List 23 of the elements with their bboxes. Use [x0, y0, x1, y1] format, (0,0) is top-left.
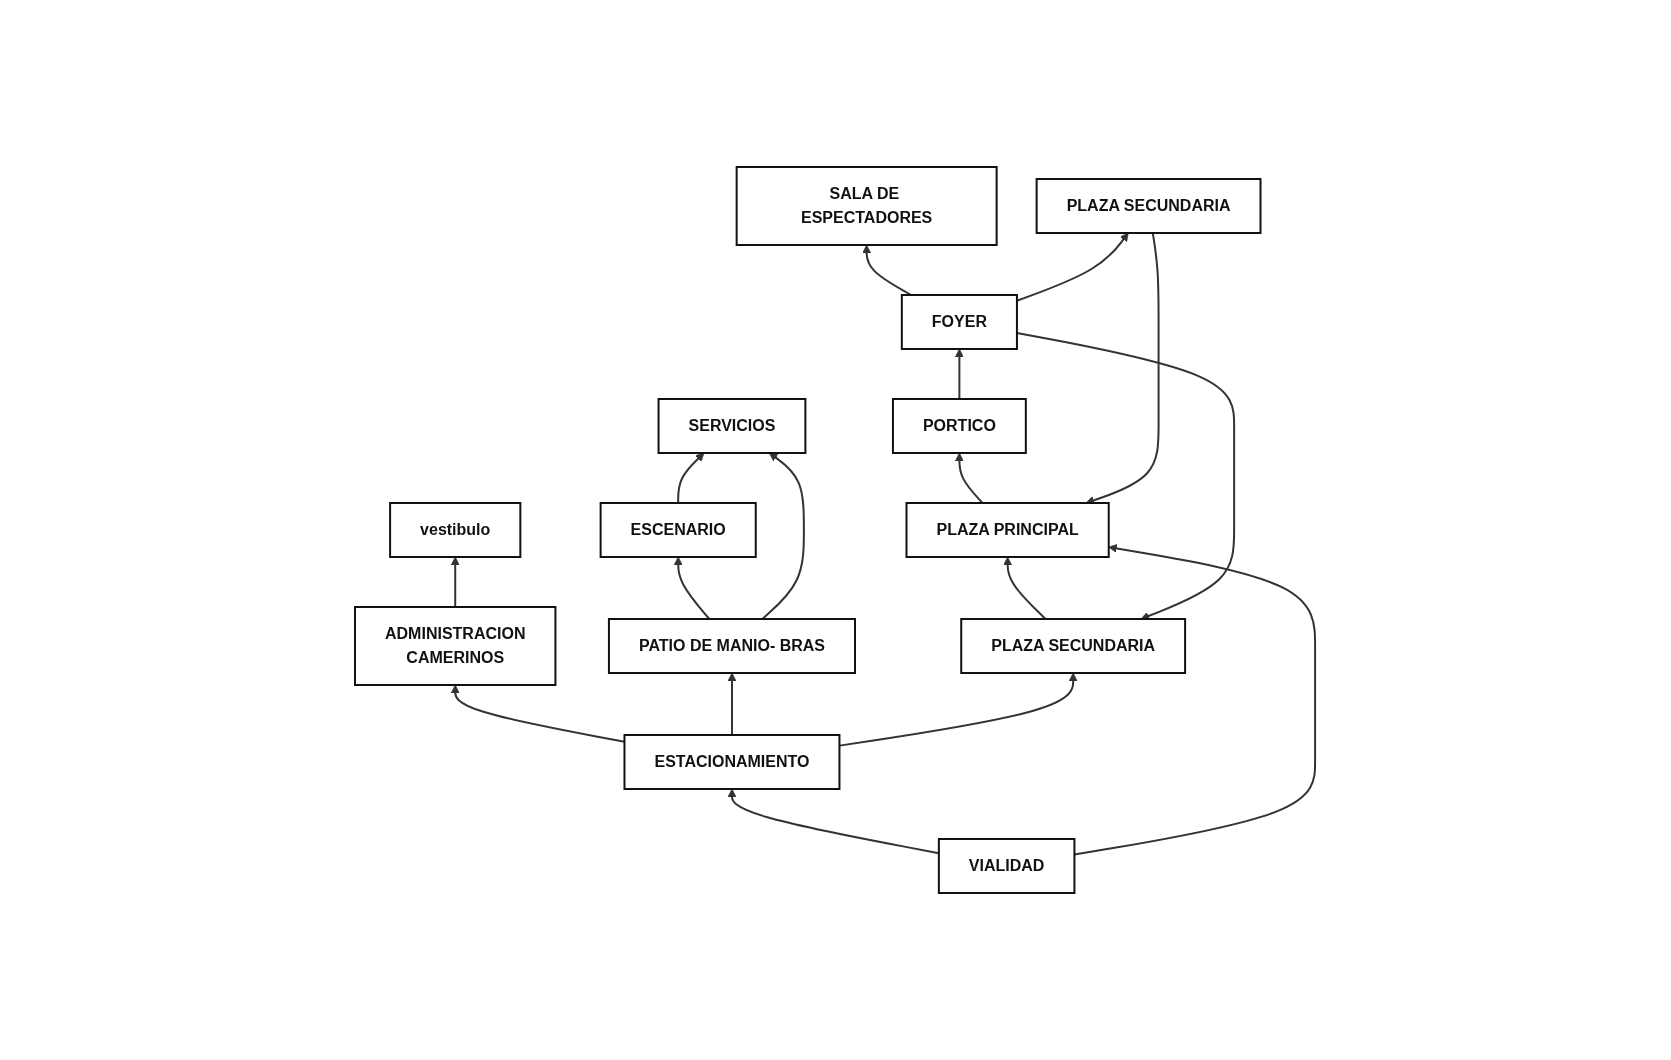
node-box: PLAZA SECUNDARIA	[1036, 178, 1262, 234]
node-box: SALA DE ESPECTADORES	[736, 166, 999, 246]
node-box: FOYER	[901, 294, 1019, 350]
node-box: PLAZA PRINCIPAL	[905, 502, 1111, 558]
node-box: PLAZA SECUNDARIA	[960, 618, 1187, 674]
arrow	[1003, 556, 1047, 620]
arrow	[1086, 232, 1161, 505]
arrow	[728, 672, 737, 736]
node-box: ADMINISTRACION CAMERINOS	[354, 606, 557, 686]
arrow	[451, 556, 461, 608]
node-box: PORTICO	[892, 398, 1028, 454]
node-box: PATIO DE MANIO- BRAS	[608, 618, 857, 674]
node-box: vestibulo	[389, 502, 522, 558]
node-box: VIALIDAD	[938, 838, 1076, 894]
arrow	[955, 348, 965, 400]
arrow	[674, 556, 711, 620]
arrow	[677, 452, 705, 504]
node-box: ESTACIONAMIENTO	[623, 734, 841, 790]
arrow	[761, 452, 806, 620]
arrow	[955, 452, 984, 504]
node-box: SERVICIOS	[658, 398, 807, 454]
arrow	[862, 244, 913, 296]
node-box: ESCENARIO	[600, 502, 758, 558]
